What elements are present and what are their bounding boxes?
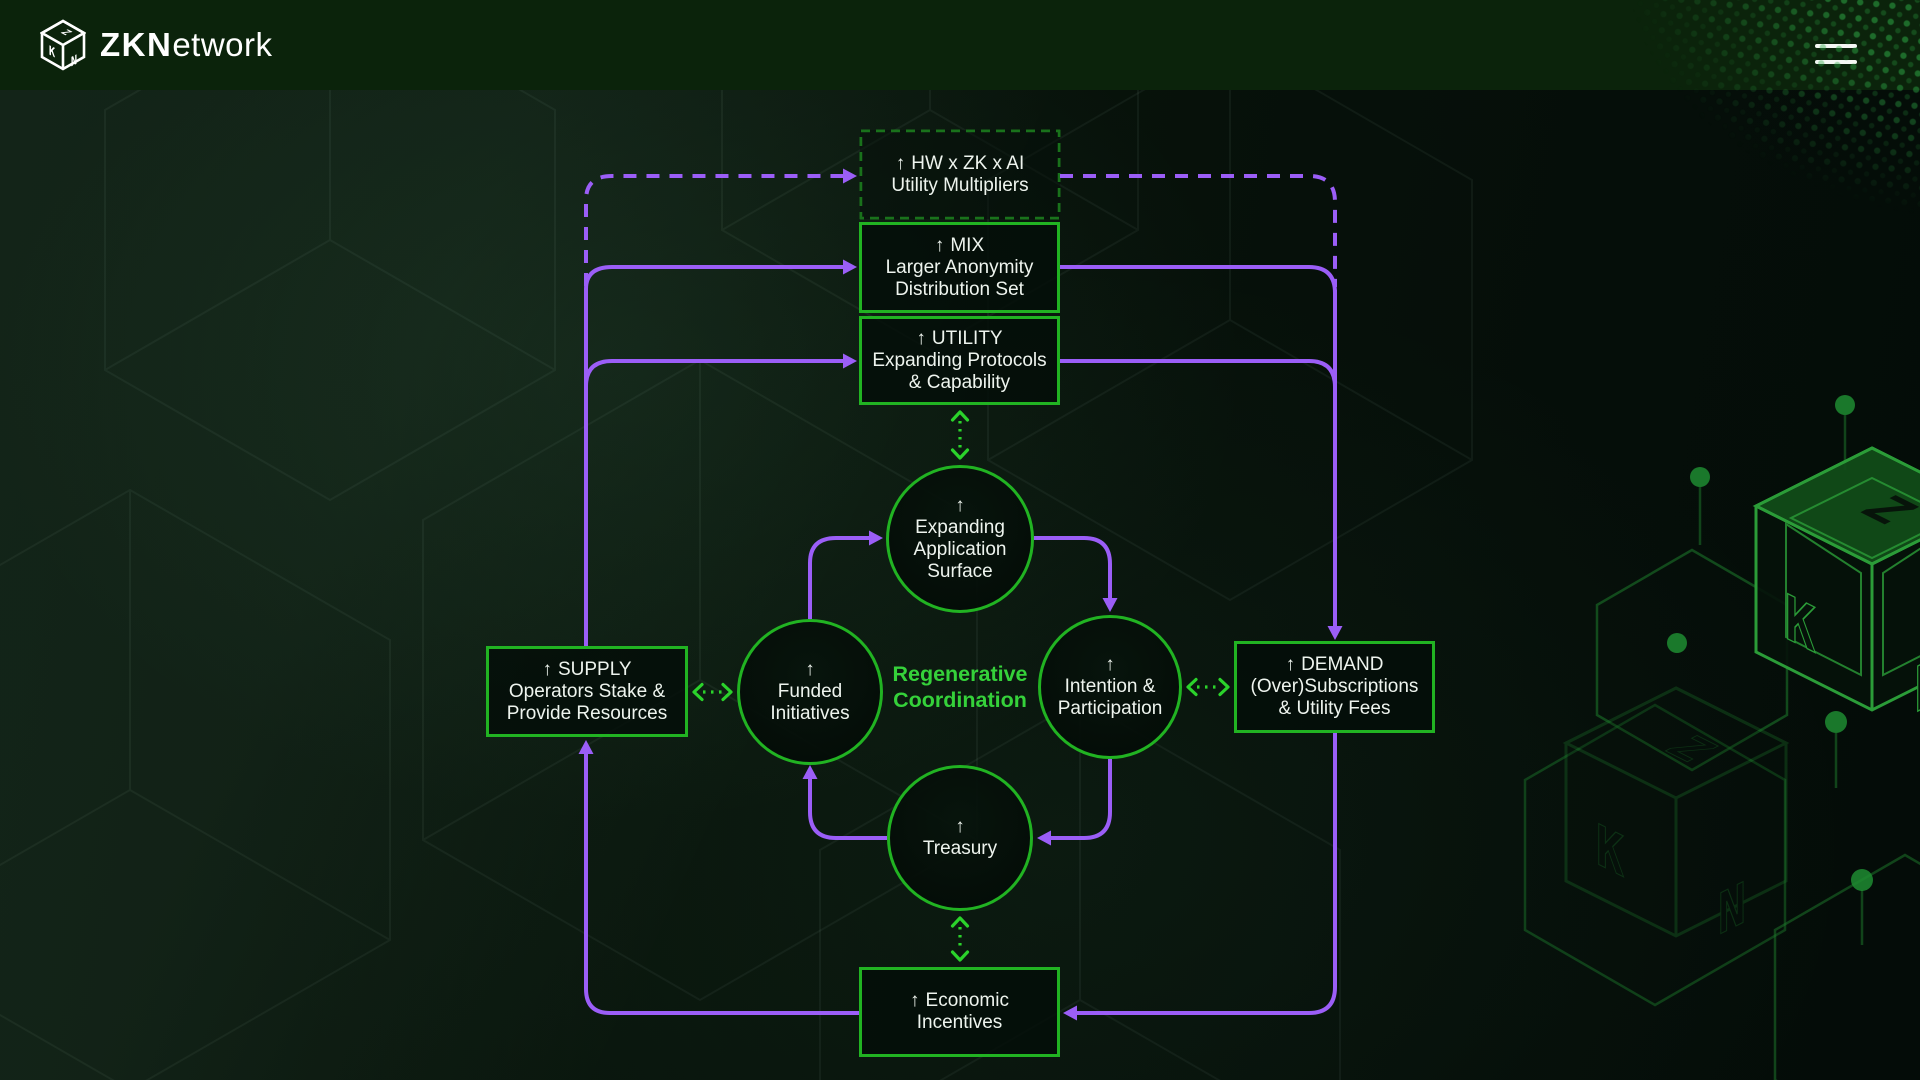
node-line: Operators Stake & (508, 680, 666, 702)
center-label-line: Coordination (893, 688, 1027, 712)
node-title: SUPPLY (557, 658, 632, 680)
regenerative-coordination-label: Regenerative Coordination (860, 661, 1060, 713)
arrow-up-icon: ↑ (805, 659, 815, 680)
node-title: UTILITY (931, 327, 1003, 349)
node-line: & Capability (908, 371, 1011, 393)
arrow-up-icon: ↑ (955, 495, 965, 516)
node-line: Initiatives (770, 703, 850, 724)
svg-text:N: N (71, 52, 77, 70)
hamburger-icon (1815, 60, 1857, 64)
zk-cube-icon: Z K N (40, 19, 86, 71)
center-label-line: Regenerative (892, 662, 1028, 686)
node-utility: ↑ UTILITY Expanding Protocols & Capabili… (859, 316, 1060, 405)
arrow-up-icon: ↑ (910, 990, 920, 1011)
site-header: Z K N ZKNetwork (0, 0, 1920, 90)
node-line: Expanding (915, 517, 1005, 538)
node-mix: ↑ MIX Larger Anonymity Distribution Set (859, 222, 1060, 313)
node-line: Surface (927, 561, 993, 582)
node-line: Expanding Protocols (872, 349, 1047, 371)
node-line: Provide Resources (506, 702, 668, 724)
node-title: MIX (950, 234, 985, 256)
arrow-up-icon: ↑ (895, 152, 906, 174)
node-line: & Utility Fees (1278, 698, 1391, 719)
node-economic-incentives: ↑ Economic Incentives (859, 967, 1060, 1057)
node-line: (Over)Subscriptions (1250, 676, 1419, 697)
node-line: Incentives (916, 1012, 1003, 1033)
node-demand: ↑ DEMAND (Over)Subscriptions & Utility F… (1234, 641, 1435, 733)
arrow-up-icon: ↑ (1105, 654, 1115, 675)
node-line: Intention & (1064, 676, 1156, 697)
node-line: Application (913, 539, 1007, 560)
node-line: Treasury (922, 838, 998, 859)
node-title: HW x ZK x AI (911, 152, 1025, 174)
svg-text:Z: Z (57, 28, 75, 37)
arrow-up-icon: ↑ (934, 234, 945, 256)
node-treasury: ↑ Treasury (887, 765, 1033, 911)
arrow-up-icon: ↑ (542, 658, 552, 680)
node-expanding-surface: ↑ Expanding Application Surface (886, 465, 1034, 613)
node-title: DEMAND (1301, 654, 1384, 675)
svg-text:K: K (49, 43, 56, 61)
hamburger-icon (1815, 44, 1857, 48)
node-line: Utility Multipliers (891, 174, 1029, 196)
node-line: Participation (1057, 698, 1163, 719)
node-title: Economic (925, 990, 1009, 1011)
node-line: Distribution Set (895, 278, 1024, 300)
arrow-up-icon: ↑ (1285, 654, 1296, 675)
node-hw-multipliers: ↑ HW x ZK x AI Utility Multipliers (860, 130, 1060, 219)
node-supply: ↑ SUPPLY Operators Stake & Provide Resou… (486, 646, 688, 737)
node-funded-initiatives: ↑ Funded Initiatives (737, 619, 883, 765)
brand-logo[interactable]: Z K N ZKNetwork (40, 19, 273, 71)
arrow-up-icon: ↑ (916, 327, 926, 349)
brand-wordmark: ZKNetwork (100, 26, 273, 63)
arrow-up-icon: ↑ (955, 816, 965, 837)
menu-button[interactable] (1815, 44, 1857, 64)
node-line: Funded (777, 681, 843, 702)
node-line: Larger Anonymity (885, 256, 1034, 278)
